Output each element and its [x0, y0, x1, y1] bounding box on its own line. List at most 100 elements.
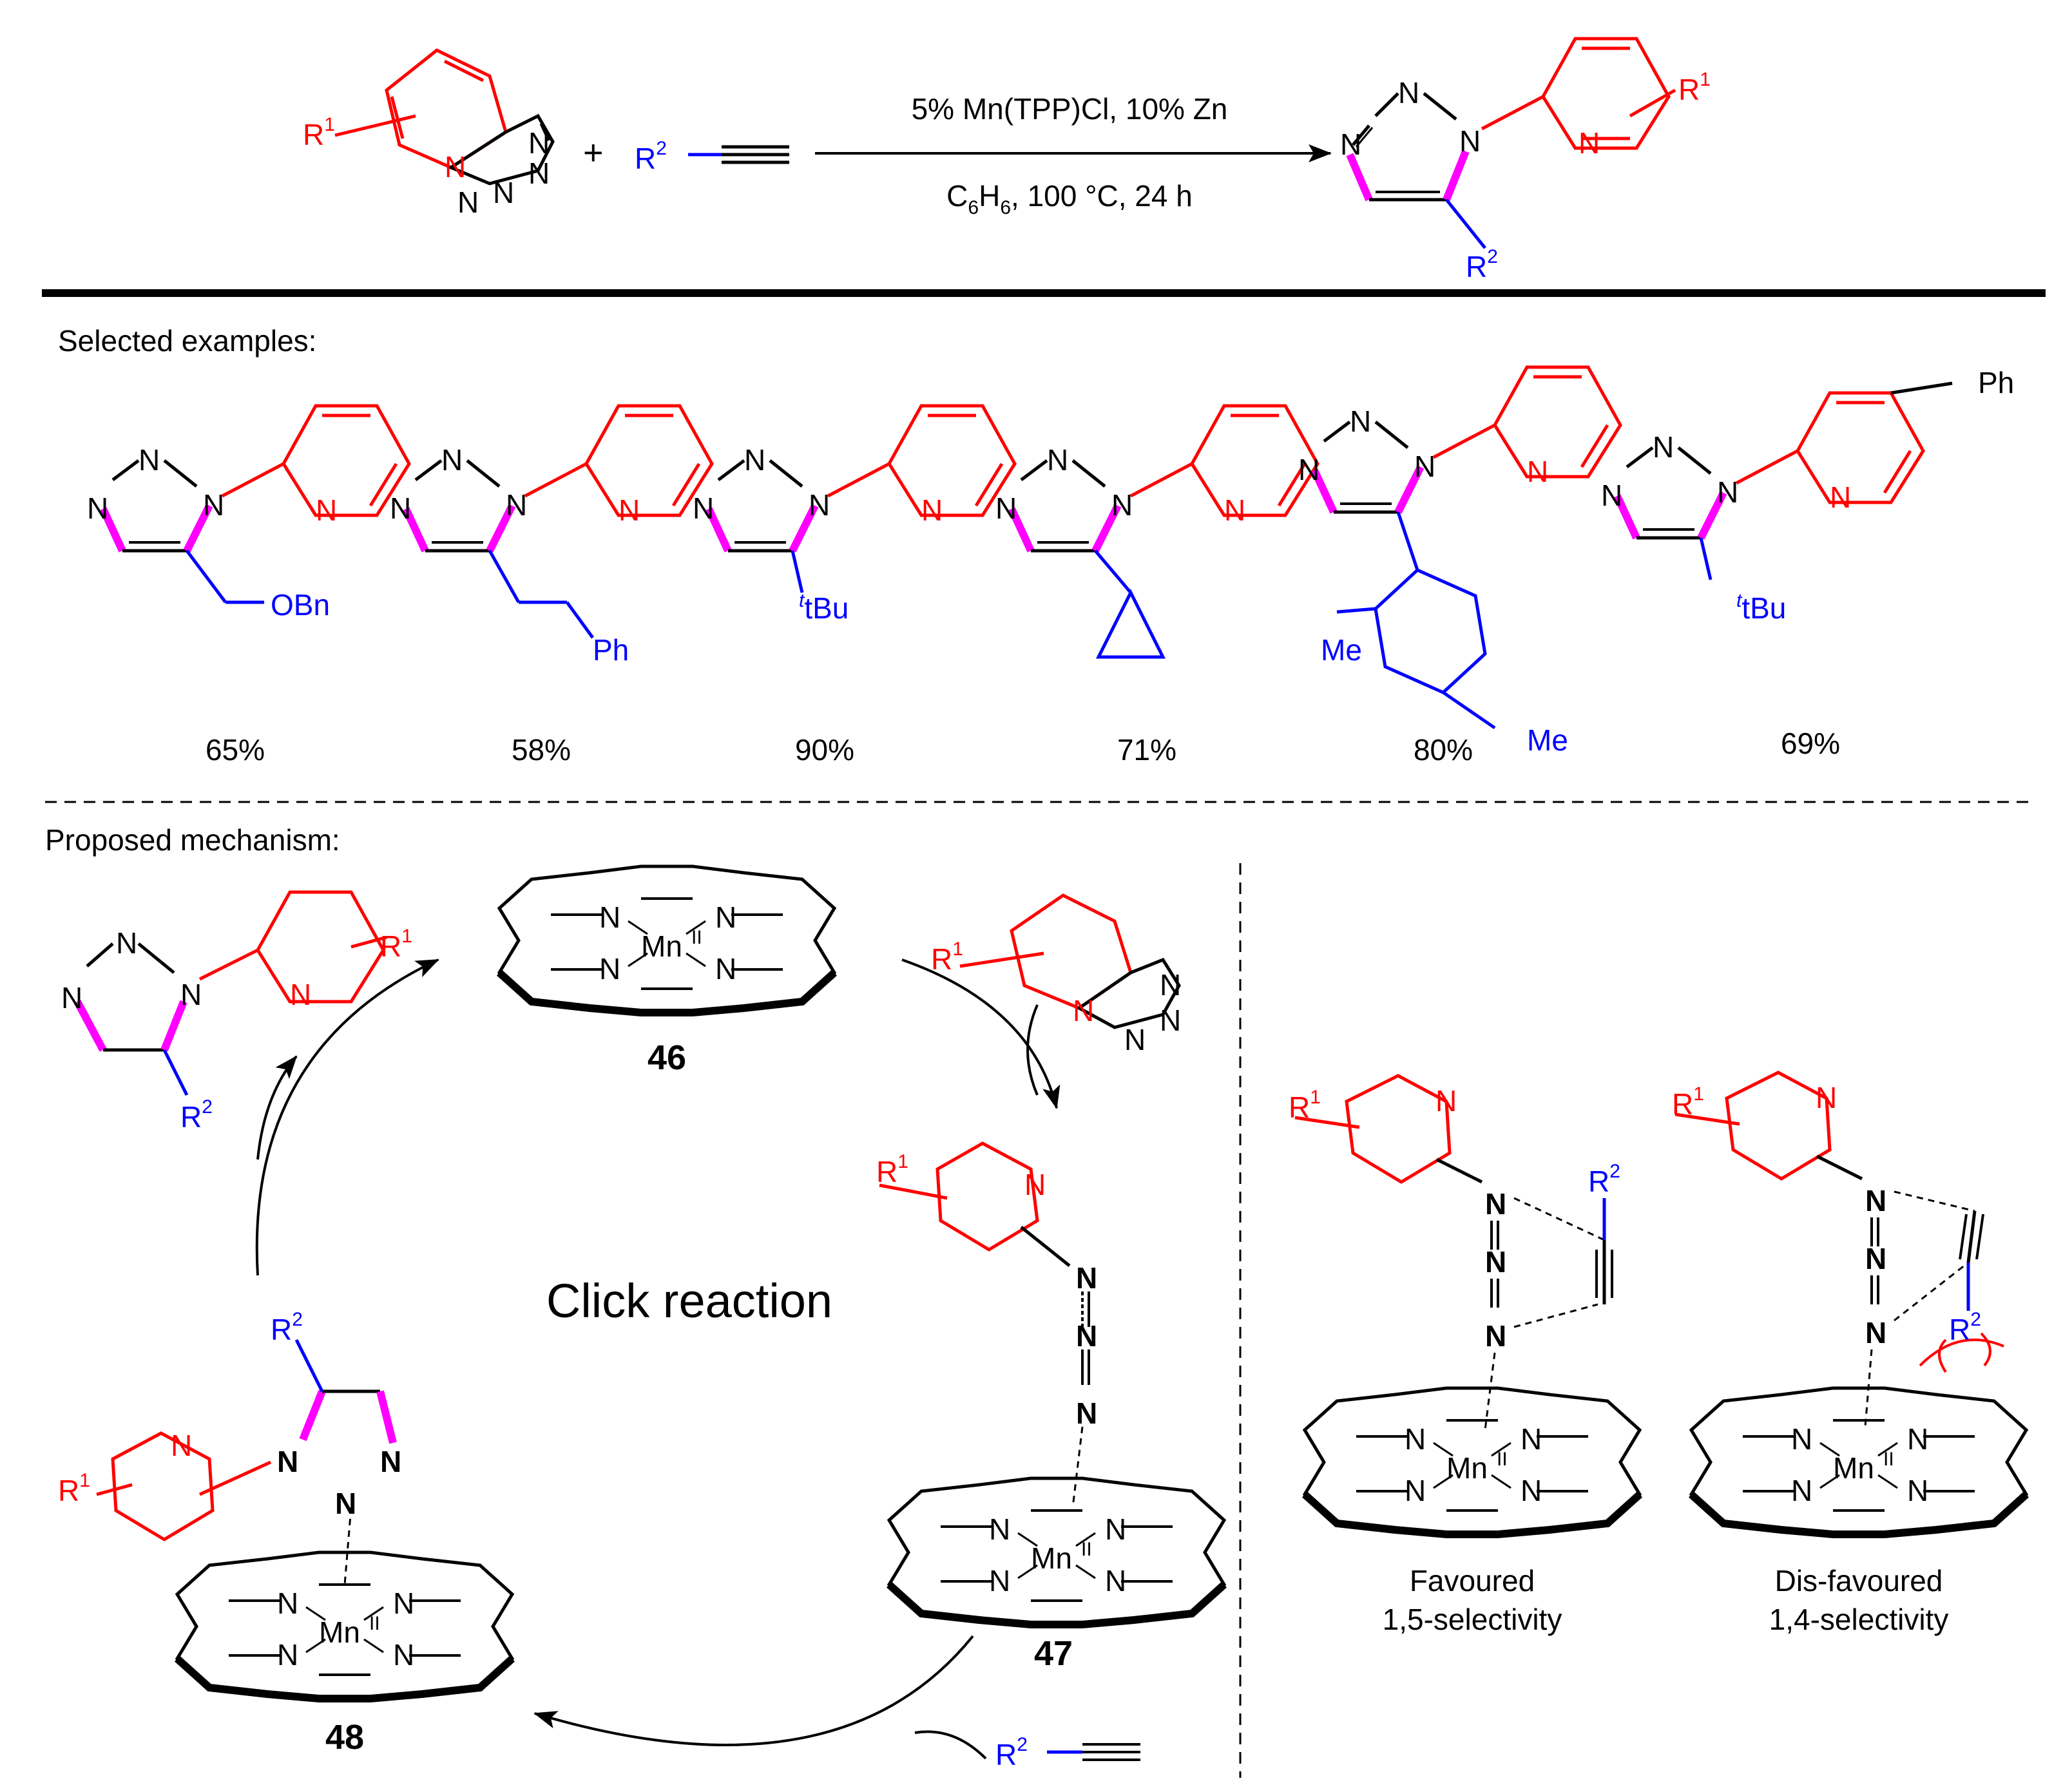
substituent-bond [186, 549, 227, 604]
disfavoured-model: R1 N N N N R2 Dis-favoured 1,4-selectivi… [1672, 1071, 2004, 1636]
porphyrin-front-edge [1688, 1491, 2029, 1538]
atom-n: N [390, 491, 411, 525]
atom-n: N [1111, 488, 1133, 522]
atom-n: N [335, 1487, 356, 1520]
atom-n: N [1076, 1261, 1097, 1295]
atom-n: N [1047, 443, 1068, 477]
pyridine-ring [887, 404, 1017, 517]
bond [1613, 494, 1640, 540]
atom-n: N [493, 176, 514, 209]
atom-n: N [1076, 1319, 1097, 1353]
porphyrin-bond [1433, 1474, 1454, 1489]
bond [221, 462, 285, 498]
bond [671, 462, 701, 507]
porphyrin-bond [1877, 1474, 1898, 1489]
atom-n: N [1717, 475, 1738, 509]
atom-n: N [61, 981, 82, 1015]
atom-n: N [1124, 1023, 1146, 1056]
bond [1008, 507, 1035, 553]
favoured-title: Favoured [1410, 1564, 1535, 1597]
substituent-bond [1396, 511, 1419, 571]
r1-label: R1 [876, 1151, 908, 1188]
atom-n: N [1485, 1245, 1506, 1279]
bond [1071, 459, 1106, 488]
atom-n: N [744, 443, 765, 477]
bond [705, 507, 732, 553]
manganese-atom: Mn [1833, 1451, 1874, 1485]
disfavoured-desc: 1,4-selectivity [1769, 1603, 1949, 1636]
atom-n: N [1521, 1474, 1542, 1507]
atom-n: N [1414, 450, 1435, 483]
bond [369, 462, 398, 507]
substituent-bond [791, 550, 804, 593]
atom-n: N [1865, 1316, 1886, 1349]
r1-label: R1 [1678, 69, 1711, 106]
alkyne-reactant: R2 [635, 138, 789, 175]
substituent-bond [488, 549, 521, 604]
porphyrin-bond [1075, 1564, 1096, 1579]
atom-n: N [1076, 1396, 1097, 1430]
bond [183, 504, 213, 553]
atom-n: N [171, 1429, 192, 1462]
oxidation-state: II [1497, 1449, 1508, 1470]
atom-n: N [1578, 126, 1600, 160]
pyridine-ring [1796, 391, 1925, 504]
porphyrin-bond [1819, 1442, 1840, 1457]
atom-n: N [528, 157, 550, 190]
atom-n: N [506, 488, 527, 522]
r1-label: R1 [1672, 1083, 1704, 1121]
reaction-arrow: 5% Mn(TPP)Cl, 10% Zn C6H6, 100 °C, 24 h [815, 92, 1332, 218]
pyridine-ring [1190, 404, 1319, 517]
yield-label: 65% [206, 733, 265, 767]
bond [717, 459, 745, 481]
atom-n: N [1830, 481, 1851, 514]
atom-n: N [1073, 994, 1094, 1027]
mechanism-alkyne: R2 [995, 1734, 1140, 1771]
atom-n: N [1907, 1474, 1928, 1507]
oxidation-state: II [1883, 1449, 1894, 1470]
atom-n: N [1105, 1512, 1126, 1546]
atom-n: N [1435, 1084, 1457, 1118]
r2-label: R2 [1466, 246, 1498, 283]
atom-n: N [316, 493, 337, 527]
triazole-intermediate-48: R1 N N N N R2 [58, 1309, 401, 1585]
substituent-label: Ph [593, 633, 629, 667]
atom-n: N [393, 1587, 414, 1620]
atom-n: N [1160, 1004, 1181, 1037]
atom-n: N [1160, 968, 1181, 1002]
atom-n: N [203, 488, 224, 522]
yield-label: 90% [795, 733, 854, 767]
bond [99, 507, 126, 553]
triazole-product: N N N N R1 R2 [1340, 37, 1711, 283]
r2-label: R2 [635, 138, 667, 175]
manganese-atom: Mn [319, 1616, 360, 1649]
porphyrin-bond [686, 920, 706, 935]
cyclopropyl-ring [1095, 589, 1166, 659]
atom-n: N [1024, 1168, 1046, 1201]
atom-n: N [715, 952, 736, 986]
atom-n: N [1224, 493, 1245, 527]
atom-n: N [393, 1638, 414, 1672]
atom-n: N [87, 491, 108, 525]
bond [1677, 446, 1712, 475]
atom-n: N [1865, 1242, 1886, 1275]
compound-number: 48 [325, 1718, 364, 1757]
atom-n: N [116, 926, 137, 960]
pyridine-ring [1493, 365, 1622, 479]
atom-n: N [715, 901, 736, 934]
bond [402, 507, 429, 553]
azide-intermediate-47: R1 N N N N [876, 1141, 1097, 1508]
aryl-ring [1374, 568, 1487, 694]
r2-label: R2 [995, 1734, 1028, 1771]
porphyrin-bond [305, 1638, 326, 1654]
mechanism-tetrazolopyridine: R1 N N N N [931, 893, 1181, 1056]
atom-n: N [995, 491, 1017, 525]
atom-n: N [277, 1445, 298, 1478]
